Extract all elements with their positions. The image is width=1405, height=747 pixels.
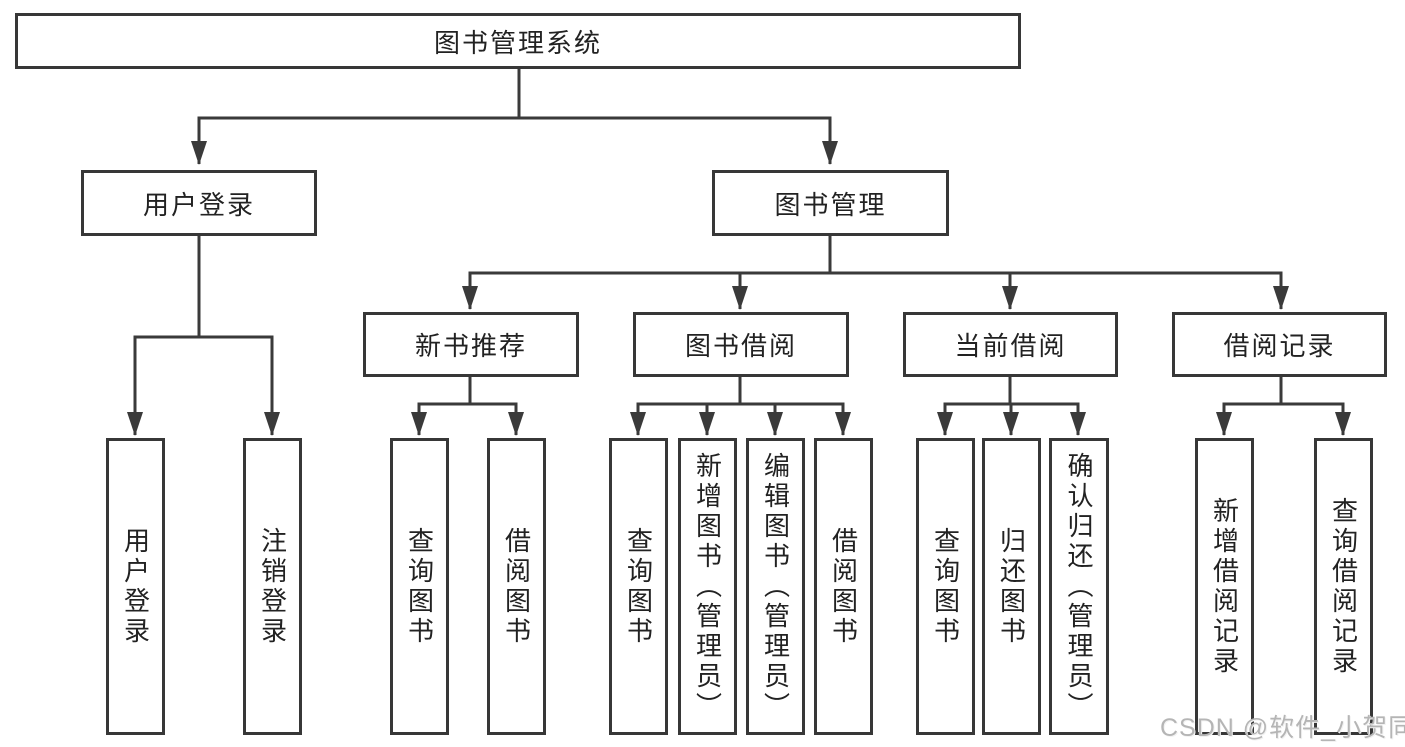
node-root: 图书管理系统	[15, 13, 1021, 69]
node-label: 图书管理	[774, 189, 887, 220]
node-label: 确认归还（管理员）	[1064, 451, 1094, 722]
node-label: 借阅记录	[1223, 331, 1336, 361]
node-book-borrowing: 图书借阅	[633, 312, 849, 377]
node-label: 新增图书（管理员）	[692, 451, 723, 722]
leaf-query-books-current: 查询图书	[916, 438, 975, 735]
node-label: 用户登录	[142, 189, 255, 220]
leaf-add-books-admin: 新增图书（管理员）	[678, 438, 737, 735]
node-label: 用户登录	[120, 526, 151, 647]
leaf-borrow-books-recommend: 借阅图书	[487, 438, 546, 735]
leaf-return-books: 归还图书	[982, 438, 1041, 735]
node-label: 新书推荐	[414, 331, 527, 361]
leaf-borrow-books: 借阅图书	[814, 438, 873, 735]
node-label: 查询借阅记录	[1328, 496, 1359, 677]
node-label: 查询图书	[623, 526, 654, 647]
node-new-book-recommendation: 新书推荐	[363, 312, 579, 377]
node-label: 借阅图书	[501, 526, 532, 647]
leaf-edit-books-admin: 编辑图书（管理员）	[746, 438, 805, 735]
leaf-user-login: 用户登录	[106, 438, 165, 735]
leaf-query-borrow-record: 查询借阅记录	[1314, 438, 1373, 735]
leaf-query-books-recommend: 查询图书	[390, 438, 449, 735]
leaf-add-borrow-record: 新增借阅记录	[1195, 438, 1254, 735]
leaf-logout: 注销登录	[243, 438, 302, 735]
node-borrowing-records: 借阅记录	[1172, 312, 1387, 377]
csdn-watermark: CSDN @软件_小贺同学	[1160, 714, 1405, 742]
leaf-confirm-return-admin: 确认归还（管理员）	[1049, 438, 1109, 735]
node-label: 图书借阅	[684, 331, 797, 361]
node-label: 注销登录	[257, 526, 288, 647]
node-label: 新增借阅记录	[1209, 496, 1240, 677]
node-label: 查询图书	[930, 526, 961, 647]
node-label: 借阅图书	[828, 526, 859, 647]
leaf-query-books-borrowing: 查询图书	[609, 438, 668, 735]
node-label: 查询图书	[404, 526, 435, 647]
node-current-borrowing: 当前借阅	[903, 312, 1118, 377]
node-label: 归还图书	[996, 526, 1027, 647]
node-label: 当前借阅	[954, 331, 1067, 361]
node-user-login: 用户登录	[81, 170, 317, 236]
node-label: 图书管理系统	[433, 27, 602, 58]
node-label: 编辑图书（管理员）	[760, 451, 791, 722]
node-book-management: 图书管理	[712, 170, 949, 236]
